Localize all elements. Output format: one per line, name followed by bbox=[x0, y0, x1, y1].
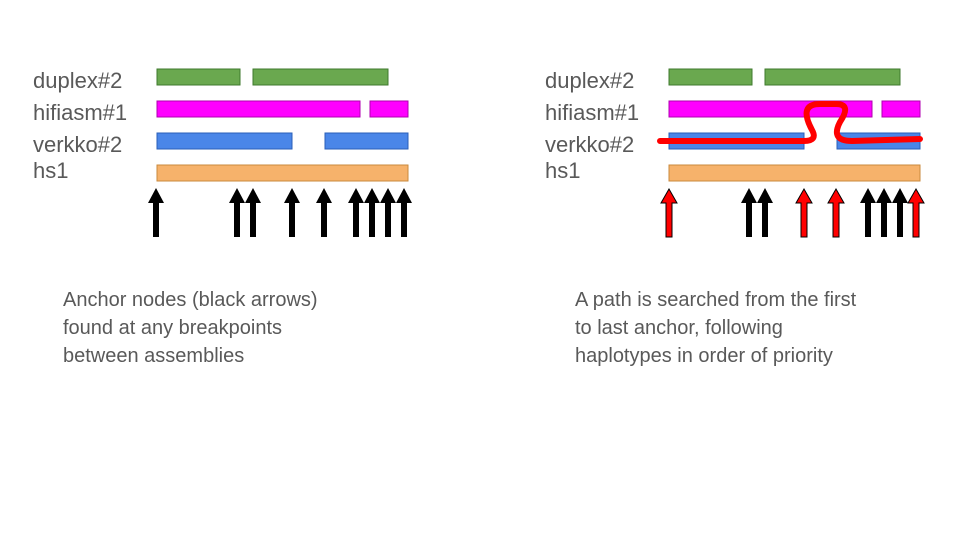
duplex-segment bbox=[252, 68, 389, 86]
label-duplex-2: duplex#2 bbox=[33, 68, 123, 93]
duplex-segment bbox=[764, 68, 901, 86]
anchor-arrow bbox=[316, 188, 332, 237]
anchor-arrow bbox=[364, 188, 380, 237]
left-anchor-arrows bbox=[148, 188, 412, 237]
anchor-arrow bbox=[148, 188, 164, 237]
label-verkko-2: verkko#2 bbox=[33, 132, 123, 157]
label-hs1: hs1 bbox=[545, 158, 581, 183]
anchor-arrow bbox=[229, 188, 245, 237]
hifiasm-segment bbox=[156, 100, 361, 118]
hs1-segment bbox=[668, 164, 921, 182]
anchor-arrow bbox=[396, 188, 412, 237]
hs1-segment bbox=[156, 164, 409, 182]
anchor-arrow bbox=[860, 188, 876, 237]
anchor-arrow bbox=[892, 188, 908, 237]
anchor-arrow-red bbox=[660, 187, 678, 238]
duplex-segment bbox=[668, 68, 753, 86]
hifiasm-segment bbox=[881, 100, 921, 118]
right-assembly-tracks bbox=[657, 68, 925, 238]
anchor-arrow bbox=[876, 188, 892, 237]
search-path-line bbox=[657, 101, 923, 144]
right-caption-line: to last anchor, following bbox=[575, 317, 783, 339]
left-caption-line: Anchor nodes (black arrows) bbox=[63, 289, 318, 311]
anchor-arrow-red bbox=[827, 187, 845, 238]
label-hifiasm-1: hifiasm#1 bbox=[33, 100, 128, 125]
left-caption: Anchor nodes (black arrows) found at any… bbox=[63, 286, 318, 370]
anchor-arrow-red bbox=[795, 187, 813, 238]
anchor-arrow bbox=[741, 188, 757, 237]
label-hs1: hs1 bbox=[33, 158, 69, 183]
anchor-arrow-red bbox=[907, 187, 925, 238]
verkko-segment bbox=[324, 132, 409, 150]
label-verkko-2: verkko#2 bbox=[545, 132, 635, 157]
right-caption: A path is searched from the first to las… bbox=[575, 286, 856, 370]
hifiasm-segment bbox=[369, 100, 409, 118]
label-duplex-2: duplex#2 bbox=[545, 68, 635, 93]
left-caption-line: found at any breakpoints bbox=[63, 317, 283, 339]
label-hifiasm-1: hifiasm#1 bbox=[545, 100, 640, 125]
right-caption-line: A path is searched from the first bbox=[575, 289, 857, 311]
anchor-arrow bbox=[348, 188, 364, 237]
duplex-segment bbox=[156, 68, 241, 86]
anchor-arrow bbox=[245, 188, 261, 237]
anchor-arrow bbox=[757, 188, 773, 237]
verkko-segment bbox=[156, 132, 293, 150]
right-anchor-arrows bbox=[660, 187, 925, 238]
right-caption-line: haplotypes in order of priority bbox=[575, 345, 833, 367]
left-caption-line: between assemblies bbox=[63, 345, 245, 367]
anchor-arrow bbox=[284, 188, 300, 237]
anchor-arrow bbox=[380, 188, 396, 237]
left-assembly-tracks bbox=[148, 68, 412, 237]
